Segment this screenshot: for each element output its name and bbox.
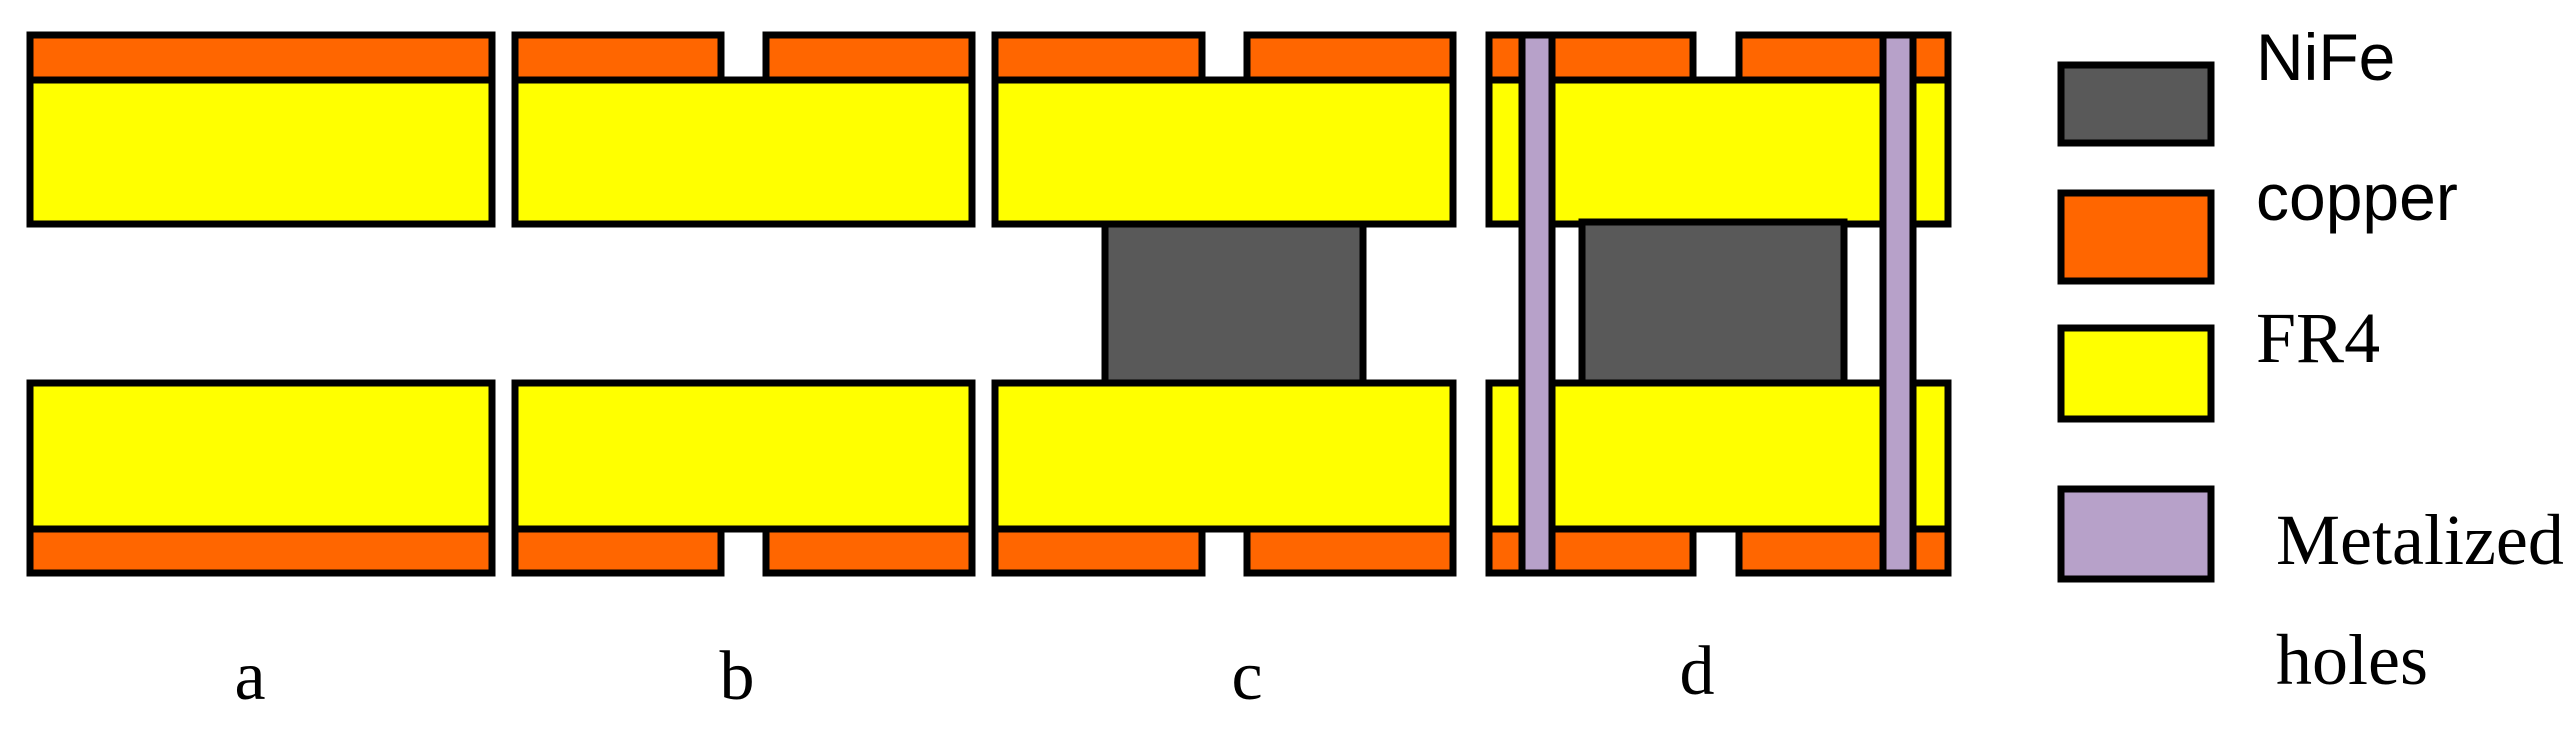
- top-copper-layer: [26, 31, 496, 84]
- metalized-hole-right: [1879, 31, 1917, 577]
- panel-label-d: d: [1680, 633, 1715, 710]
- panel-label-b: b: [720, 638, 755, 715]
- bottom-copper-right: [1735, 525, 1952, 577]
- bottom-fr4-layer: [26, 379, 496, 533]
- top-copper-right: [762, 31, 976, 84]
- top-fr4-layer: [511, 76, 976, 228]
- bottom-copper-right: [1243, 525, 1457, 577]
- legend-label-fr4: FR4: [2256, 298, 2380, 377]
- panel-label-a: a: [234, 638, 265, 715]
- panel-c: [991, 31, 1457, 577]
- legend-label-nife: NiFe: [2256, 20, 2395, 94]
- legend-swatch-fr4: [2057, 324, 2215, 423]
- legend-swatch-metalized-holes: [2057, 485, 2215, 583]
- legend-label-holes: holes: [2276, 620, 2428, 700]
- bottom-copper-left: [991, 525, 1206, 577]
- top-copper-right: [1735, 31, 1952, 84]
- panel-a: [26, 31, 496, 577]
- top-copper-left: [991, 31, 1206, 84]
- legend-swatch-nife: [2057, 61, 2215, 147]
- bottom-fr4-layer: [511, 379, 976, 533]
- nife-core: [1578, 218, 1848, 387]
- nife-core: [1101, 220, 1367, 387]
- panel-b: [511, 31, 976, 577]
- top-fr4-layer: [991, 76, 1457, 228]
- top-copper-right: [1243, 31, 1457, 84]
- panel-label-c: c: [1231, 638, 1262, 715]
- top-fr4-layer: [26, 76, 496, 228]
- panel-d: [1485, 31, 1952, 577]
- bottom-fr4-layer: [1485, 379, 1952, 533]
- bottom-copper-left: [511, 525, 725, 577]
- legend: NiFe copper FR4 Metalized holes: [2057, 20, 2564, 700]
- legend-label-copper: copper: [2256, 160, 2458, 234]
- metalized-hole-left: [1518, 31, 1556, 577]
- legend-label-metalized: Metalized: [2276, 500, 2564, 580]
- bottom-copper-right: [762, 525, 976, 577]
- bottom-fr4-layer: [991, 379, 1457, 533]
- bottom-copper-layer: [26, 525, 496, 577]
- top-fr4-layer: [1485, 76, 1952, 228]
- top-copper-left: [511, 31, 725, 84]
- legend-swatch-copper: [2057, 189, 2215, 285]
